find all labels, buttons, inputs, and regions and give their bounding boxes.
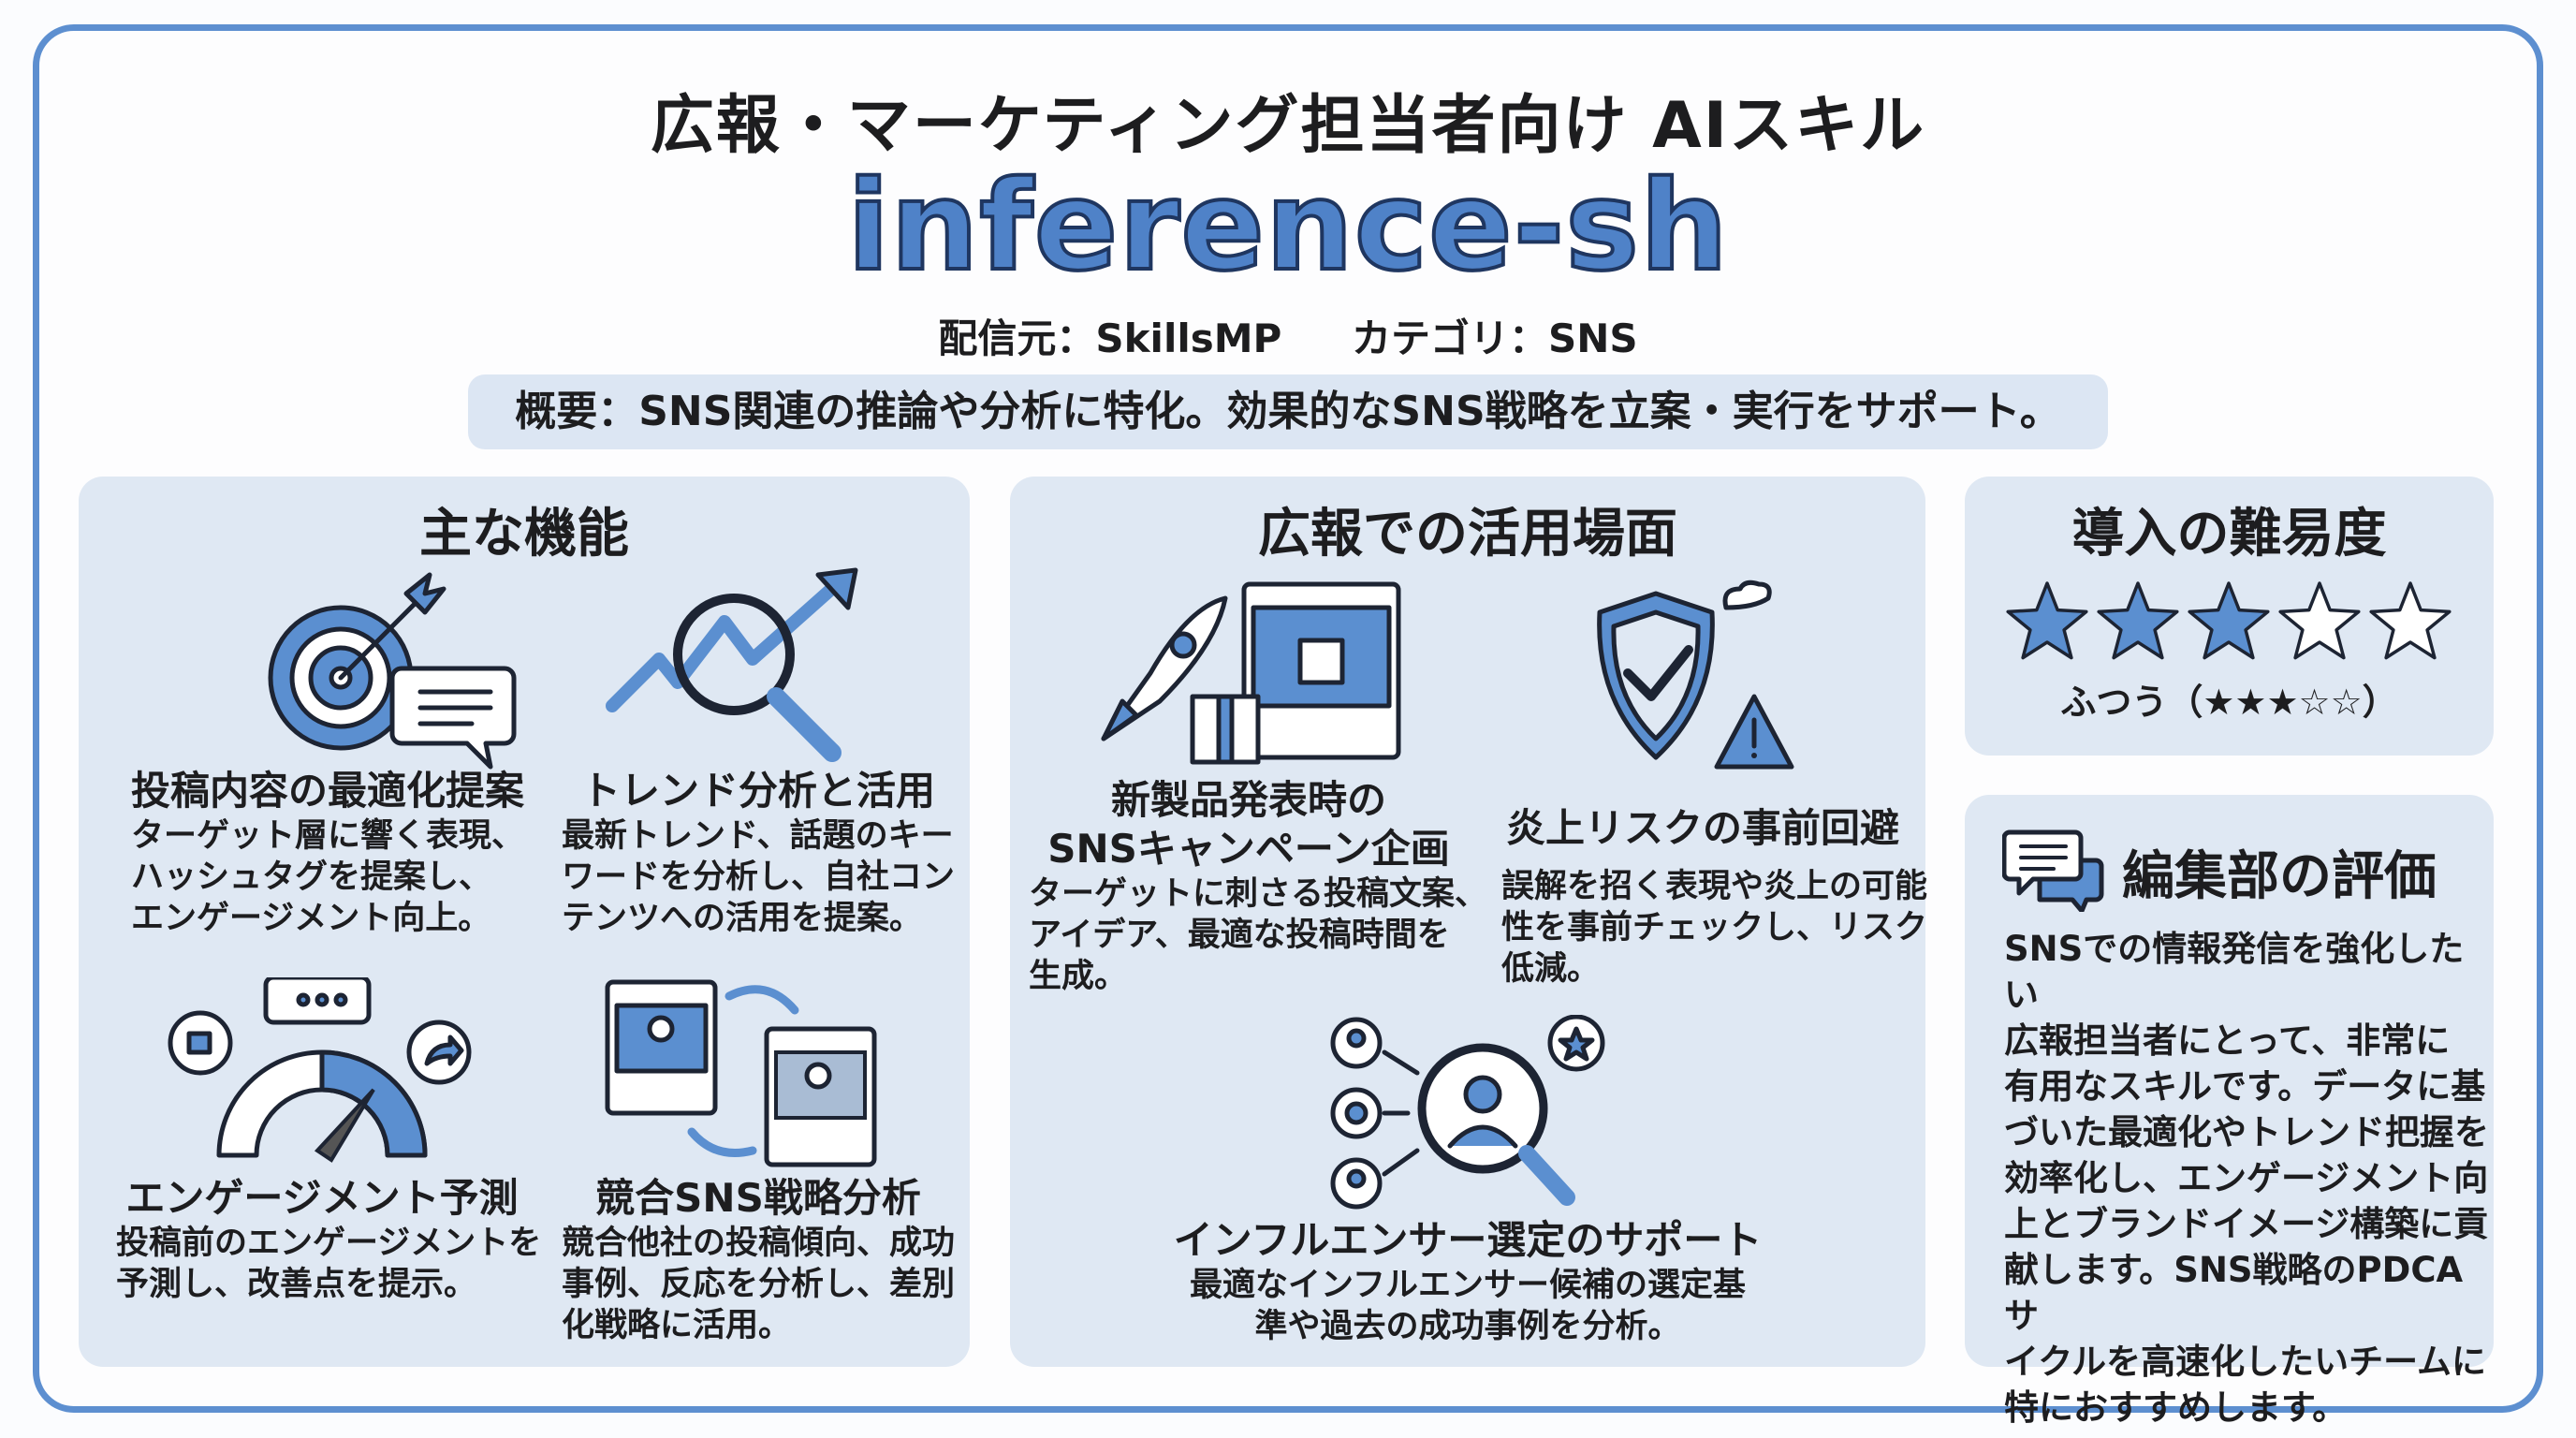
- feature-title: 投稿内容の最適化提案: [131, 768, 525, 814]
- use-case-body-line: 低減。: [1501, 950, 1601, 988]
- feature-body-line: 投稿前のエンゲージメントを: [116, 1225, 542, 1262]
- trend-magnifier-icon: [606, 567, 858, 762]
- use-cases-panel: 広報での活用場面 新製品発表時の SNSキャンペーン企画 ターゲットに刺さる投稿…: [1010, 477, 1928, 1367]
- star-filled-icon: [2097, 581, 2179, 660]
- feature-title: エンゲージメント予測: [125, 1175, 519, 1221]
- review-body-line: 効率化し、エンゲージメント向: [2004, 1158, 2489, 1198]
- feature-title: 競合SNS戦略分析: [595, 1175, 921, 1221]
- use-case-body-line: 生成。: [1029, 958, 1128, 995]
- use-case-body-line: 準や過去の成功事例を分析。: [1254, 1308, 1681, 1345]
- rocket-gift-post-icon: [1101, 581, 1401, 765]
- summary-bar: 概要：SNS関連の推論や分析に特化。効果的なSNS戦略を立案・実行をサポート。: [468, 374, 2108, 449]
- star-filled-icon: [2188, 581, 2270, 660]
- use-case-body-line: 性を事前チェックし、リスク: [1501, 909, 1928, 946]
- review-body-line: SNSでの情報発信を強化したい: [2004, 929, 2465, 1015]
- review-body-line: 上とブランドイメージ構築に貢: [2004, 1204, 2489, 1244]
- difficulty-label: ふつう（★★★☆☆）: [2060, 682, 2398, 723]
- influencer-search-icon: [1330, 1015, 1605, 1210]
- review-heading: 編集部の評価: [2122, 846, 2437, 907]
- feature-body-line: 事例、反応を分析し、差別: [562, 1266, 956, 1303]
- source-label: 配信元：SkillsMP: [938, 315, 1282, 361]
- feature-item: 競合SNS戦略分析 競合他社の投稿傾向、成功 事例、反応を分析し、差別 化戦略に…: [562, 1174, 955, 1346]
- use-cases-heading: 広報での活用場面: [1258, 504, 1677, 565]
- review-panel: 編集部の評価 SNSでの情報発信を強化したい広報担当者にとって、非常に有用なスキ…: [1965, 795, 2494, 1428]
- chat-bubbles-icon: [2002, 829, 2104, 912]
- use-case-body-line: アイデア、最適な投稿時間を: [1029, 917, 1450, 954]
- feature-body-line: テンツへの活用を提案。: [562, 900, 923, 937]
- use-case-body-line: 誤解を招く表現や炎上の可能: [1501, 868, 1928, 905]
- review-body-line: 特におすすめします。: [2004, 1387, 2348, 1428]
- use-case-item: 炎上リスクの事前回避 誤解を招く表現や炎上の可能 性を事前チェックし、リスク 低…: [1501, 804, 1928, 990]
- use-case-body-line: ターゲットに刺さる投稿文案、: [1029, 875, 1488, 913]
- review-body-line: 広報担当者にとって、非常に: [2004, 1020, 2451, 1061]
- feature-item: トレンド分析と活用 最新トレンド、話題のキー ワードを分析し、自社コン テンツへ…: [562, 767, 955, 939]
- difficulty-heading: 導入の難易度: [2071, 504, 2387, 565]
- skill-name: inference-sh: [845, 154, 1730, 299]
- use-case-title: 炎上リスクの事前回避: [1505, 805, 1899, 851]
- feature-body-line: 予測し、改善点を提示。: [116, 1266, 477, 1303]
- review-body: SNSでの情報発信を強化したい広報担当者にとって、非常に有用なスキルです。データ…: [2004, 926, 2494, 1431]
- use-case-item: インフルエンサー選定のサポート 最適なインフルエンサー候補の選定基 準や過去の成…: [1010, 1216, 1925, 1347]
- features-panel: 主な機能 投稿内容の最適化提案 ターゲット層に響く表現、 ハッシュタグを提案し、…: [79, 477, 970, 1367]
- feature-body-line: 最新トレンド、話題のキー: [562, 817, 954, 855]
- review-body-line: イクルを高速化したいチームに: [2004, 1342, 2487, 1382]
- use-case-title: 新製品発表時の: [1110, 777, 1386, 823]
- feature-body-line: ハッシュタグを提案し、: [131, 858, 492, 896]
- use-case-title: インフルエンサー選定のサポート: [1173, 1217, 1763, 1263]
- engagement-gauge-icon: [168, 977, 472, 1163]
- meta-line: 配信元：SkillsMP カテゴリ：SNS: [0, 307, 2576, 364]
- use-case-title: SNSキャンペーン企画: [1047, 826, 1450, 872]
- feature-body-line: 化戦略に活用。: [562, 1307, 792, 1344]
- difficulty-panel: 導入の難易度 ふつう（★★★☆☆）: [1965, 477, 2494, 756]
- use-case-item: 新製品発表時の SNSキャンペーン企画 ターゲットに刺さる投稿文案、 アイデア、…: [1029, 776, 1488, 997]
- competitor-posts-icon: [605, 979, 877, 1167]
- features-heading: 主な機能: [419, 504, 629, 565]
- feature-title: トレンド分析と活用: [580, 768, 935, 814]
- feature-item: 投稿内容の最適化提案 ターゲット層に響く表現、 ハッシュタグを提案し、 エンゲー…: [131, 767, 524, 939]
- difficulty-rating: [2006, 581, 2452, 660]
- category-label: カテゴリ：SNS: [1351, 315, 1638, 361]
- feature-body-line: エンゲージメント向上。: [131, 900, 491, 937]
- star-filled-icon: [2006, 581, 2088, 660]
- review-body-line: 献します。SNS戦略のPDCAサ: [2004, 1250, 2464, 1336]
- page-title: 広報・マーケティング担当者向け AIスキル: [650, 89, 1926, 163]
- feature-item: エンゲージメント予測 投稿前のエンゲージメントを 予測し、改善点を提示。: [116, 1174, 542, 1305]
- target-arrow-icon: [268, 572, 517, 770]
- shield-warning-icon: [1597, 580, 1794, 770]
- feature-body-line: ワードを分析し、自社コン: [562, 858, 956, 896]
- feature-body-line: 競合他社の投稿傾向、成功: [562, 1225, 956, 1262]
- use-case-body-line: 最適なインフルエンサー候補の選定基: [1190, 1267, 1746, 1304]
- review-body-line: 有用なスキルです。データに基: [2004, 1066, 2486, 1107]
- feature-body-line: ターゲット層に響く表現、: [131, 817, 525, 855]
- star-empty-icon: [2278, 581, 2361, 660]
- review-body-line: づいた最適化やトレンド把握を: [2004, 1112, 2489, 1152]
- star-empty-icon: [2369, 581, 2452, 660]
